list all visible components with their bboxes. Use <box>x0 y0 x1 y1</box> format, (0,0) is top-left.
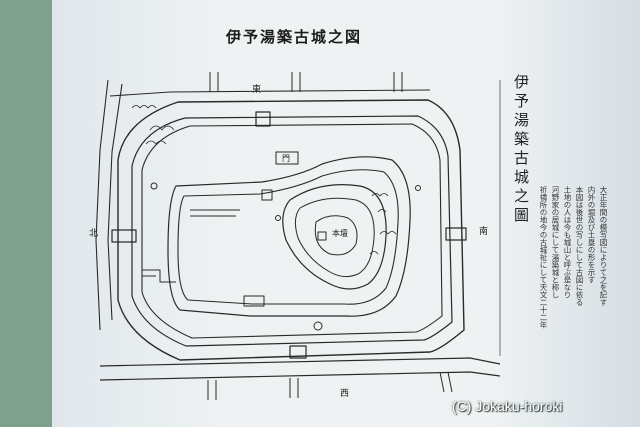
tree-markings <box>131 105 397 255</box>
south-road-bottom <box>99 371 501 381</box>
inner-gate-north <box>261 189 273 201</box>
outer-embankment <box>141 123 443 339</box>
middle-moat-outer <box>167 156 411 317</box>
west-road-a <box>95 79 109 331</box>
well-1 <box>150 182 158 190</box>
note-line-1: 祈禱所の地今の古城祉にして天文二十二年 <box>539 186 548 329</box>
well-4 <box>275 215 281 221</box>
road-spur-6 <box>439 371 453 393</box>
label-east: 南 <box>477 226 487 235</box>
middle-moat-inner <box>177 169 399 305</box>
label-gate: 門 <box>282 154 290 163</box>
honmaru-marker <box>317 231 327 241</box>
vertical-title: 伊予湯築古城之圖 <box>512 74 530 226</box>
inner-ramp <box>190 209 240 217</box>
inner-hill-inner <box>294 197 375 278</box>
note-line-6: 大正年間の模写図によりて之を記す <box>599 186 608 306</box>
west-gate <box>111 229 137 243</box>
outer-moat-inner <box>131 115 453 347</box>
inner-gate-south <box>243 295 265 307</box>
east-gate <box>445 227 467 241</box>
west-road-b <box>107 83 123 321</box>
label-west: 北 <box>87 228 97 237</box>
well-3 <box>415 185 421 191</box>
outer-moat-outer <box>117 99 465 361</box>
shrine-box <box>275 151 299 165</box>
note-line-2: 河野家の居城にして湯築城と称し <box>551 186 560 299</box>
note-line-5: 内外の堀及び土塁の形を示す <box>587 186 596 284</box>
road-spur-5 <box>289 378 299 398</box>
copyright-watermark: (C) Jokaku-horoki <box>452 398 563 414</box>
label-north: 東 <box>252 85 262 95</box>
label-south: 西 <box>340 389 350 399</box>
note-line-4: 本図は後世の写しにして古図に依る <box>575 186 584 306</box>
south-road-top <box>99 357 501 367</box>
signboard <box>52 0 640 427</box>
north-road <box>109 89 431 97</box>
note-line-3: 土地の人は今も城山と呼ぶ是なり <box>563 186 572 299</box>
map-title: 伊予湯築古城之図 <box>226 28 363 46</box>
west-steps <box>142 269 176 283</box>
inner-hill-outer <box>282 184 387 290</box>
label-honmaru: 本壇 <box>332 229 348 238</box>
road-spur-3 <box>393 72 403 92</box>
road-spur-4 <box>207 380 217 400</box>
honmaru-outline <box>314 215 358 256</box>
road-spur-2 <box>291 72 301 92</box>
south-gate <box>289 345 307 359</box>
well-2 <box>313 321 323 331</box>
north-gate <box>255 111 271 127</box>
road-spur-1 <box>209 72 219 92</box>
